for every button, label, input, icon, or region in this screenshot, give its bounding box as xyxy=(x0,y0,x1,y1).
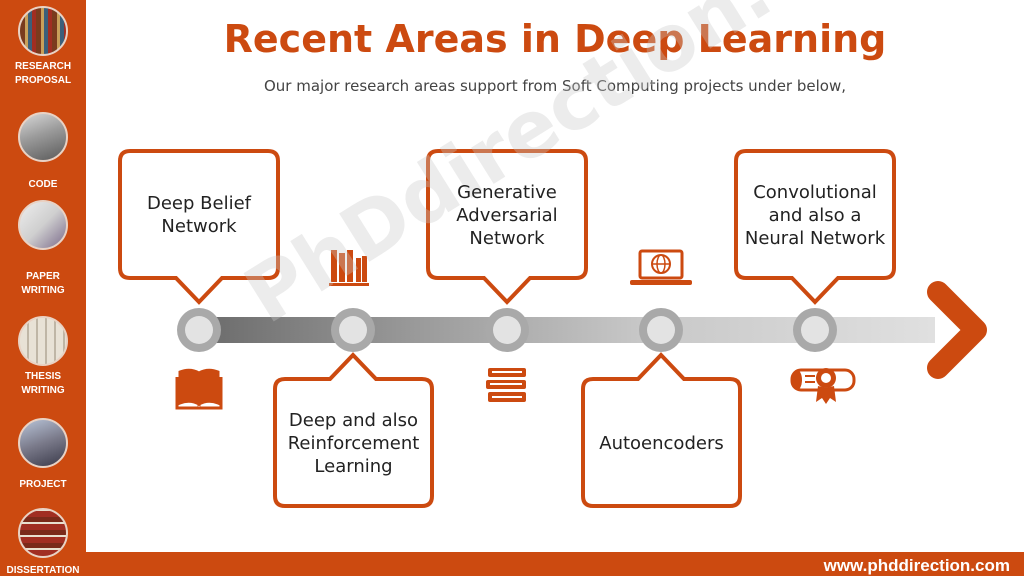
sidebar-label: DISSERTATION xyxy=(6,565,80,576)
books-photo-icon xyxy=(18,508,68,558)
timeline-node-circle xyxy=(177,308,221,352)
timeline-node-label: Deep Belief Network xyxy=(147,193,251,237)
sidebar-label: WRITING xyxy=(21,285,65,296)
sidebar-item-research-proposal[interactable]: RESEARCH PROPOSAL xyxy=(0,6,86,88)
page-subtitle: Our major research areas support from So… xyxy=(263,77,847,95)
arrow-head-icon xyxy=(927,281,987,379)
laptop-photo-icon xyxy=(18,112,68,162)
timeline-node-label: Autoencoders xyxy=(599,432,724,454)
writing-photo-icon xyxy=(18,200,68,250)
sidebar-label: CODE xyxy=(28,179,58,190)
books-shelf-icon xyxy=(329,250,369,286)
callout-box xyxy=(426,149,588,305)
callout-box xyxy=(273,352,434,508)
callout-box xyxy=(734,149,896,305)
project-photo-icon xyxy=(18,418,68,468)
footer-url-link[interactable]: www.phddirection.com xyxy=(823,556,1010,575)
laptop-globe-icon xyxy=(630,249,692,285)
timeline-node-label: Convolutional and also a Neural Network xyxy=(744,181,886,249)
sidebar-label: THESIS xyxy=(24,371,62,382)
sidebar-label: RESEARCH xyxy=(14,61,72,72)
thesis-photo-icon xyxy=(18,316,68,366)
sidebar-item-dissertation[interactable]: DISSERTATION xyxy=(0,508,86,578)
sidebar-item-thesis-writing[interactable]: THESIS WRITING xyxy=(0,316,86,398)
timeline-node-label: Generative Adversarial Network xyxy=(456,181,558,249)
bookshelf-photo-icon xyxy=(18,6,68,56)
callout-box xyxy=(581,352,742,508)
timeline-node-circle xyxy=(793,308,837,352)
sidebar-item-project[interactable]: PROJECT xyxy=(0,418,86,492)
open-book-icon xyxy=(175,368,223,410)
timeline-node-circle xyxy=(485,308,529,352)
timeline-node-circle xyxy=(639,308,683,352)
page-title: Recent Areas in Deep Learning xyxy=(223,17,887,61)
footer-bar: www.phddirection.com xyxy=(86,552,1024,576)
sidebar: RESEARCH PROPOSAL CODE PAPER WRITING THESI… xyxy=(0,0,86,576)
sidebar-item-paper-writing[interactable]: PAPER WRITING xyxy=(0,200,86,298)
timeline-node-circle xyxy=(331,308,375,352)
sidebar-item-code[interactable]: CODE xyxy=(0,112,86,192)
book-stack-icon xyxy=(486,368,526,402)
timeline-node-label: Deep and also Reinforcement Learning xyxy=(287,409,420,477)
diploma-icon xyxy=(790,368,856,404)
sidebar-label: WRITING xyxy=(21,385,65,396)
sidebar-label: PROPOSAL xyxy=(14,75,72,86)
sidebar-label: PAPER xyxy=(26,271,60,282)
callout-box xyxy=(118,149,280,305)
sidebar-label: PROJECT xyxy=(19,479,67,490)
